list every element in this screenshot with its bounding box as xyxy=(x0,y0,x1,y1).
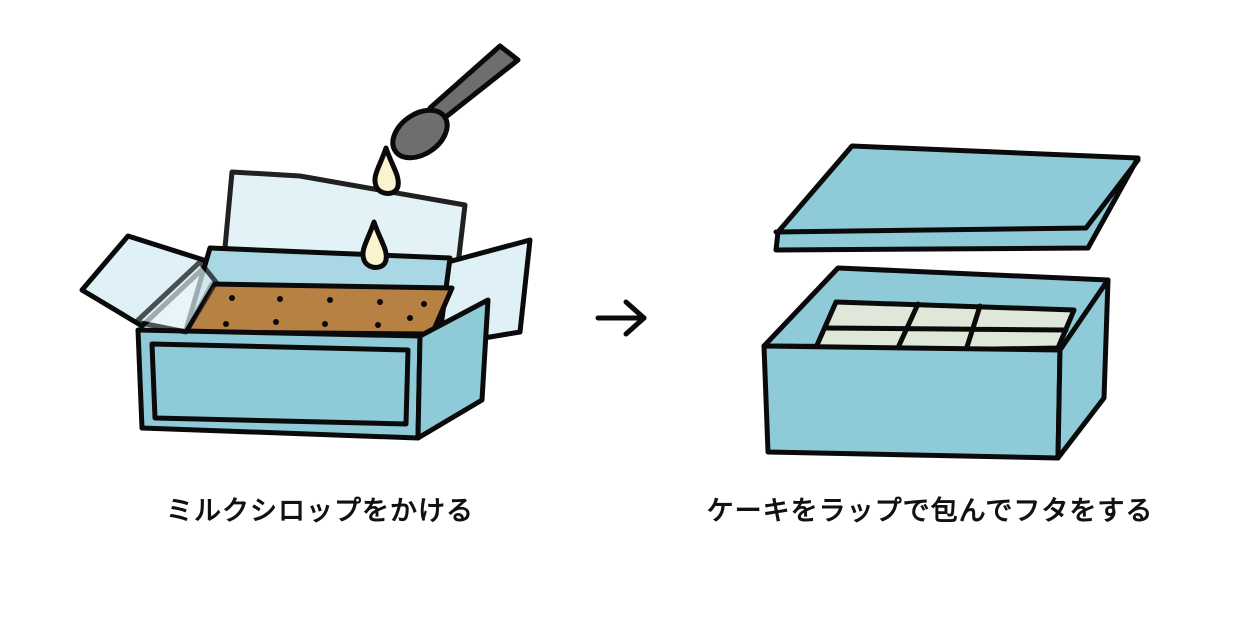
spoon-icon xyxy=(390,43,521,161)
milk-drop-icon xyxy=(372,145,401,196)
box-lid-edge xyxy=(773,157,1141,235)
box-front-inner-line xyxy=(149,341,411,427)
cake-holes xyxy=(223,295,427,328)
lidded-box-illustration xyxy=(761,143,1141,461)
container-front xyxy=(761,343,1063,461)
step-2-caption: ケーキをラップで包んでフタをする xyxy=(706,496,1154,527)
milk-drop-icon xyxy=(360,219,389,270)
open-box-illustration xyxy=(79,43,533,441)
step-1-caption: ミルクシロップをかける xyxy=(166,496,474,527)
box-right-side xyxy=(415,297,491,441)
wrapped-cake-divider xyxy=(823,301,1069,355)
arrow-right-icon xyxy=(595,299,647,337)
box-lid xyxy=(773,143,1141,253)
container-right-side xyxy=(1055,277,1111,461)
wrap-sheet-front xyxy=(133,259,219,335)
